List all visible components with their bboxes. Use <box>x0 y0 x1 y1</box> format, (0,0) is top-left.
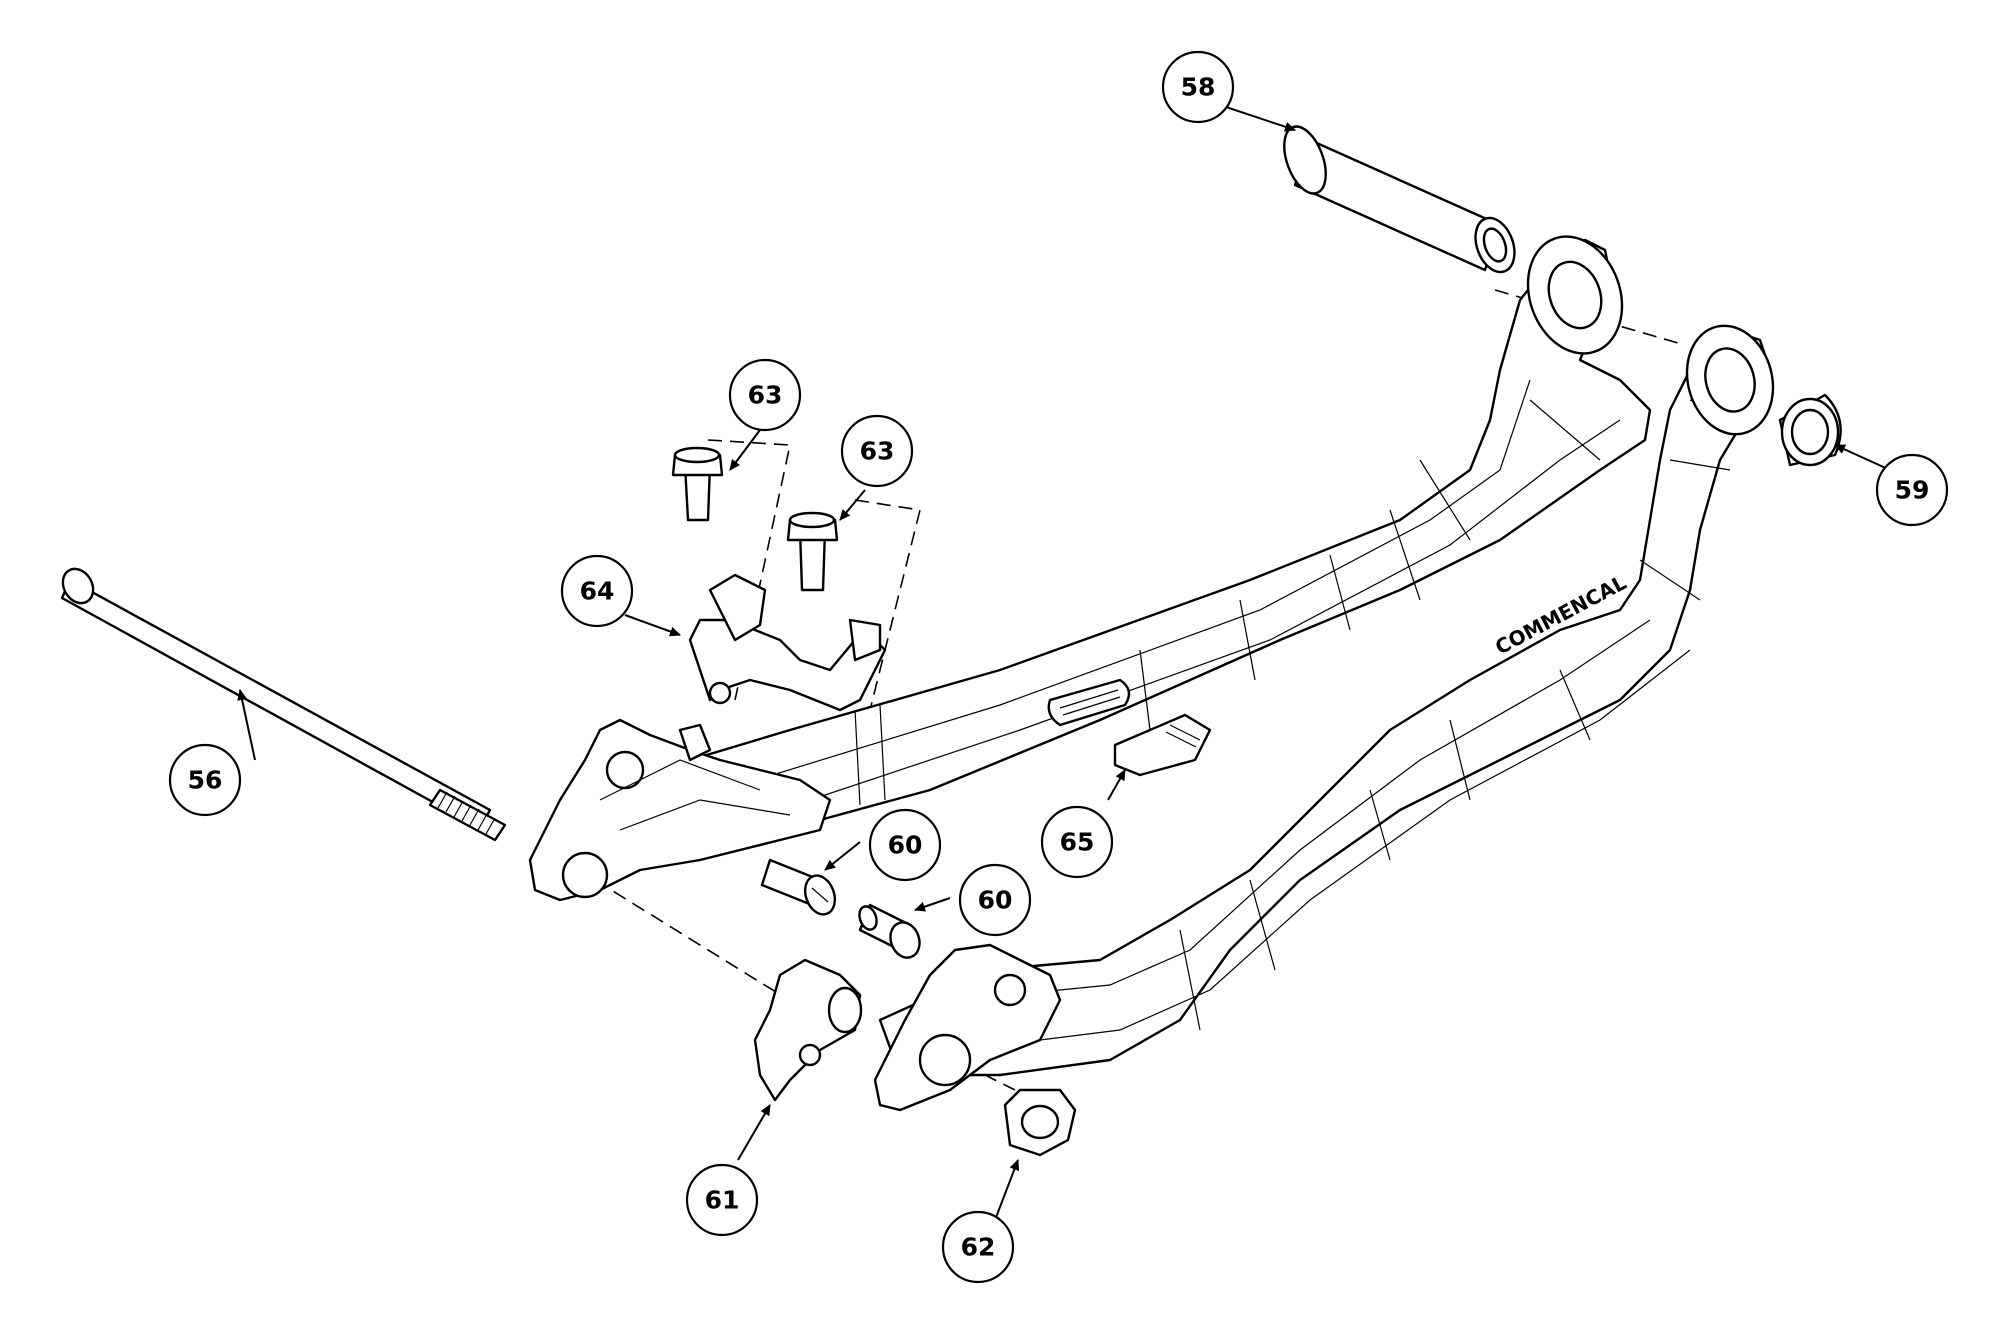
callout-60-lower: 60 <box>958 863 1032 937</box>
callout-62: 62 <box>941 1210 1015 1284</box>
callout-58-label: 58 <box>1181 73 1216 102</box>
callout-60-upper: 60 <box>868 808 942 882</box>
callout-65: 65 <box>1040 805 1114 879</box>
callout-60-lower-label: 60 <box>978 886 1013 915</box>
left-dropout <box>528 718 832 902</box>
seat-stay <box>688 235 1652 842</box>
callout-60-upper-label: 60 <box>888 831 923 860</box>
callout-61-label: 61 <box>705 1186 740 1215</box>
screw-right <box>786 511 839 592</box>
callout-59: 59 <box>1875 453 1949 527</box>
right-dropout <box>873 943 1062 1112</box>
callout-63-left-label: 63 <box>748 381 783 410</box>
callout-63-right-label: 63 <box>860 437 895 466</box>
screw-left <box>671 446 724 522</box>
callout-63-right: 63 <box>840 414 914 488</box>
hex-nut <box>1003 1088 1077 1157</box>
callout-63-left: 63 <box>728 358 802 432</box>
callout-62-label: 62 <box>961 1233 996 1262</box>
leader-lines <box>237 104 1891 1221</box>
callout-64-label: 64 <box>580 577 615 606</box>
callout-58: 58 <box>1161 50 1235 124</box>
callout-59-label: 59 <box>1895 476 1930 505</box>
bolt-lower <box>858 903 921 959</box>
callout-61: 61 <box>685 1163 759 1237</box>
brake-mount <box>688 573 887 712</box>
callout-65-label: 65 <box>1060 828 1095 857</box>
callout-56: 56 <box>168 743 242 817</box>
derailleur-hanger <box>753 958 863 1102</box>
bearing <box>1778 393 1842 467</box>
frame-protector <box>1113 713 1212 777</box>
callout-56-label: 56 <box>188 766 223 795</box>
pivot-sleeve <box>1283 125 1516 274</box>
axle <box>60 567 507 842</box>
bolt-upper <box>760 858 837 916</box>
callout-64: 64 <box>560 554 634 628</box>
